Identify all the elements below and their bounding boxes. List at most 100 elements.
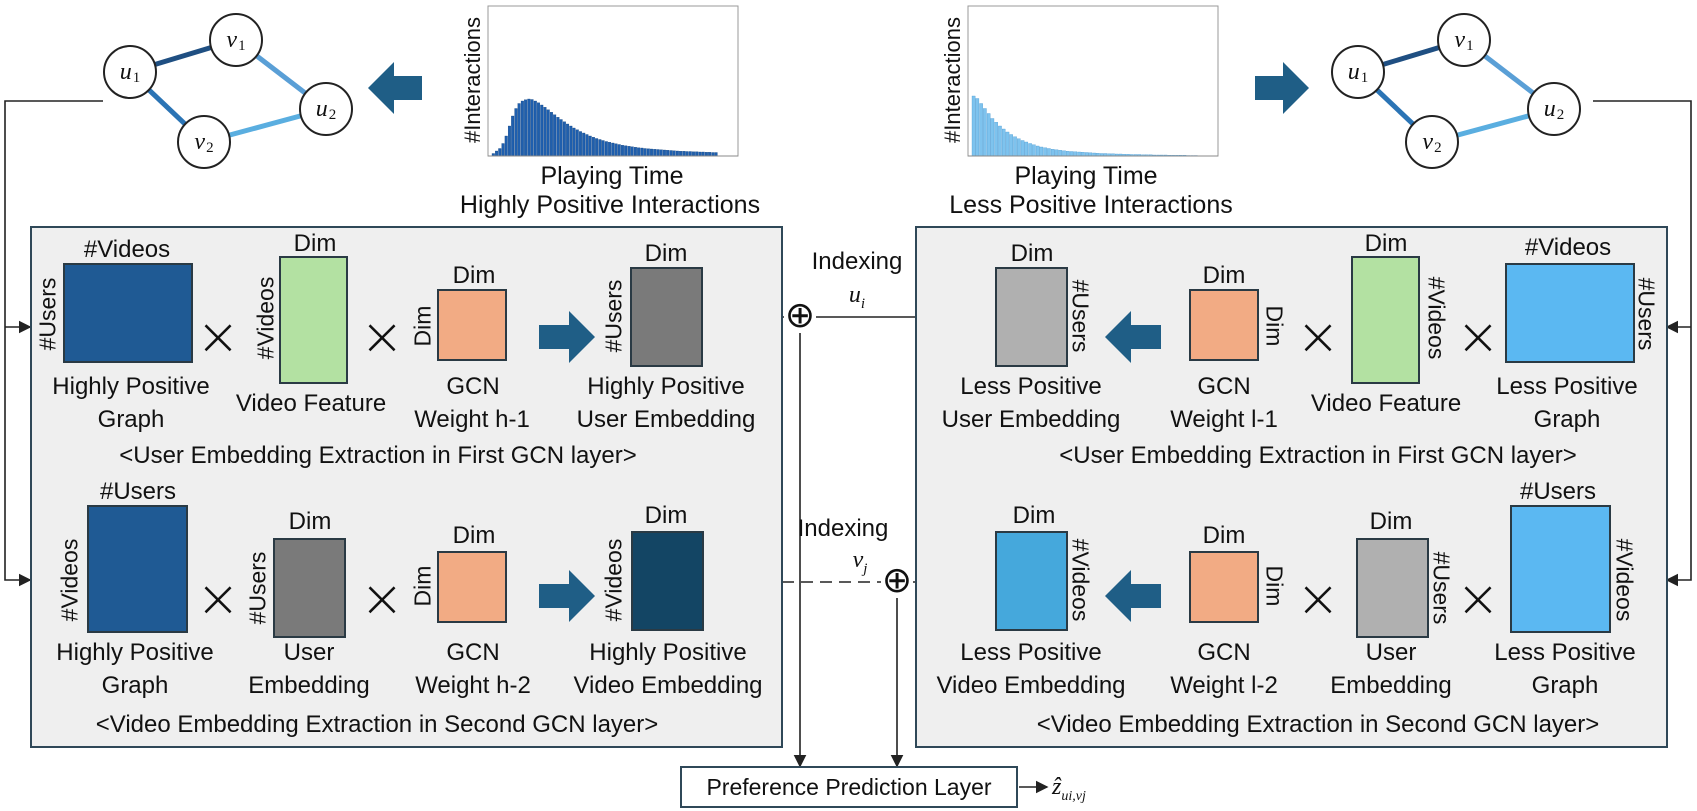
- user-embedding-matrix: [1356, 538, 1429, 638]
- histogram-bar: [659, 149, 663, 157]
- histogram-xlabel: Playing Time: [1014, 162, 1158, 190]
- dim-label: Dim: [409, 565, 436, 607]
- histogram-bar: [1047, 148, 1051, 157]
- gcn-weight-h1-matrix: [437, 289, 507, 361]
- histogram-bar: [575, 129, 579, 157]
- preference-prediction-layer: Preference Prediction Layer: [680, 766, 1018, 808]
- histogram-bar: [530, 99, 534, 157]
- multiply-icon: ×: [1456, 307, 1500, 367]
- users-label: #Users: [244, 551, 271, 625]
- histogram-bar: [498, 148, 502, 157]
- histogram-bar: [1069, 151, 1074, 157]
- ui-label: ui: [848, 282, 866, 312]
- multiply-icon: ×: [196, 307, 240, 367]
- matrix-caption: Highly Positive: [587, 373, 745, 400]
- histogram-bar: [682, 151, 686, 157]
- histogram-bar: [495, 150, 499, 157]
- histogram-bar: [1050, 149, 1055, 157]
- histogram-bar: [572, 127, 576, 157]
- histogram-bar: [620, 145, 624, 157]
- matrix-caption: Embedding: [1330, 672, 1452, 699]
- histogram-bar: [507, 125, 511, 157]
- dim-label: Dim: [452, 522, 496, 549]
- histogram-bar: [986, 113, 991, 157]
- matrix-caption: User: [283, 639, 335, 666]
- matrix-caption: Graph: [101, 672, 169, 699]
- matrix-caption: User: [1365, 639, 1417, 666]
- histogram-bar: [627, 146, 631, 157]
- output-label: ẑui,vj: [1052, 774, 1086, 804]
- histogram-bar: [504, 135, 508, 157]
- dim-label: Dim: [1364, 230, 1408, 257]
- users-label: #Users: [99, 478, 177, 505]
- dim-label: Dim: [1202, 522, 1246, 549]
- highly-layer2-arrow: [539, 570, 595, 622]
- histogram-bar: [601, 140, 605, 157]
- histogram-bar: [640, 147, 644, 157]
- histogram-bar: [591, 137, 595, 157]
- histogram-bar: [595, 138, 599, 157]
- histogram-bar: [562, 121, 566, 157]
- histogram-bar: [1013, 136, 1017, 157]
- dim-label: Dim: [1261, 565, 1288, 607]
- multiply-icon: ×: [1296, 569, 1340, 629]
- highly-layer1-arrow: [539, 311, 595, 363]
- vj-label: vj: [852, 547, 868, 577]
- matrix-caption: Video Embedding: [936, 672, 1126, 699]
- gcn-weight-l2-matrix: [1189, 551, 1259, 623]
- histogram-bar: [998, 125, 1002, 157]
- histogram-bar: [540, 104, 544, 157]
- users-label: #Users: [600, 279, 627, 353]
- matrix-caption: Video Feature: [235, 390, 387, 417]
- histogram-bar: [979, 103, 983, 157]
- histogram-bar: [714, 152, 718, 157]
- gcn-weight-l1-matrix: [1189, 289, 1259, 361]
- matrix-caption: Highly Positive: [56, 639, 214, 666]
- histogram-bar: [679, 151, 683, 157]
- histogram-bar: [656, 149, 660, 157]
- first-layer-caption: <User Embedding Extraction in First GCN …: [1059, 442, 1577, 469]
- histogram-bar: [971, 95, 976, 157]
- indexing-label: Indexing: [797, 515, 889, 542]
- histogram-bar: [1024, 141, 1029, 157]
- histogram-bar: [614, 143, 618, 157]
- histogram-ylabel: #Interactions: [460, 17, 485, 143]
- left-flow-arrow: [368, 62, 422, 114]
- matrix-caption: Graph: [97, 406, 165, 433]
- matrix-caption: GCN: [1197, 373, 1251, 400]
- gcn-weight-h2-matrix: [437, 551, 507, 623]
- histogram-ylabel: #Interactions: [940, 17, 965, 143]
- histogram-bar: [666, 150, 670, 157]
- less-positive-graph-matrix: [1505, 263, 1635, 363]
- histogram-frame: [967, 5, 1219, 157]
- histogram-bar: [1084, 152, 1089, 157]
- histogram-bar: [1017, 138, 1021, 157]
- histogram-bar: [630, 146, 634, 157]
- histogram-bar: [1043, 147, 1047, 157]
- less-layer2-arrow: [1105, 570, 1161, 622]
- matrix-caption: Less Positive: [960, 373, 1102, 400]
- multiply-icon: ×: [360, 569, 404, 629]
- dim-label: Dim: [1261, 305, 1288, 347]
- users-label: #Users: [1067, 279, 1094, 353]
- histogram-bar: [695, 151, 699, 157]
- dim-label: Dim: [644, 502, 688, 529]
- dim-label: Dim: [1202, 262, 1246, 289]
- less-positive-histogram: [967, 5, 1219, 157]
- histogram-bar: [711, 152, 715, 157]
- histogram-bar: [701, 151, 705, 157]
- histogram-bar: [1062, 150, 1066, 157]
- highly-positive-histogram: [487, 5, 739, 157]
- videos-label: #Videos: [600, 538, 627, 622]
- histogram-bar: [533, 100, 537, 157]
- videos-label: #Videos: [1524, 234, 1612, 261]
- matrix-caption: GCN: [446, 639, 500, 666]
- dim-label: Dim: [452, 262, 496, 289]
- matrix-caption: User Embedding: [941, 406, 1121, 433]
- histogram-bar: [708, 152, 712, 157]
